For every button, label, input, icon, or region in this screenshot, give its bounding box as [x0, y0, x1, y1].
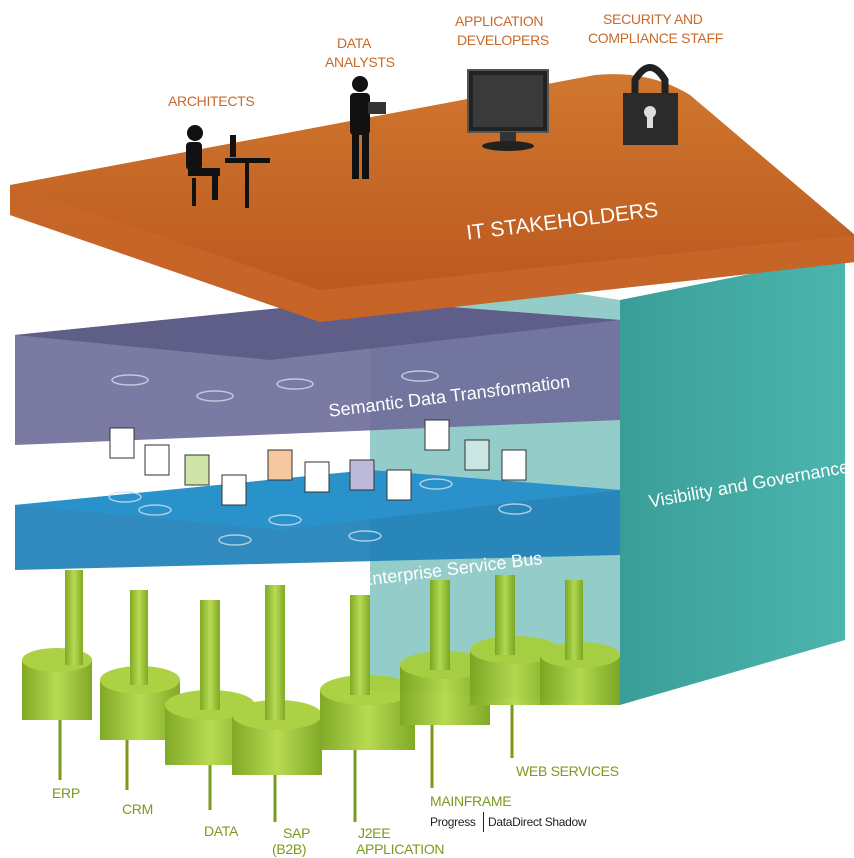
backend-systems: [22, 570, 620, 822]
label-architects: ARCHITECTS: [168, 93, 255, 109]
label-mainframe: MAINFRAME: [430, 793, 512, 809]
label-security-2: COMPLIANCE STAFF: [588, 30, 723, 46]
semantic-layer: [15, 300, 620, 445]
label-j2ee-application: APPLICATION: [356, 841, 445, 857]
label-sap-b2b: (B2B): [272, 841, 307, 857]
architect-figure: [186, 125, 270, 208]
esb-layer: [15, 470, 620, 570]
label-app-developers-1: APPLICATION: [455, 13, 544, 29]
label-data-analysts-1: DATA: [336, 35, 372, 51]
label-erp: ERP: [52, 785, 80, 801]
label-web-services: WEB SERVICES: [516, 763, 619, 779]
label-security-1: SECURITY AND: [603, 11, 703, 27]
label-app-developers-2: DEVELOPERS: [457, 32, 549, 48]
label-j2ee: J2EE: [358, 825, 391, 841]
monitor-icon: [467, 69, 549, 151]
label-datadirect-shadow: DataDirect Shadow: [488, 815, 587, 829]
label-data: DATA: [204, 823, 239, 839]
label-progress: Progress: [430, 815, 476, 829]
data-analyst-figure: [350, 76, 386, 179]
label-data-analysts-2: ANALYSTS: [325, 54, 395, 70]
label-crm: CRM: [122, 801, 153, 817]
label-divider: [483, 812, 484, 832]
label-sap: SAP: [283, 825, 311, 841]
document-icons: [108, 370, 532, 546]
lock-icon: [623, 64, 678, 145]
